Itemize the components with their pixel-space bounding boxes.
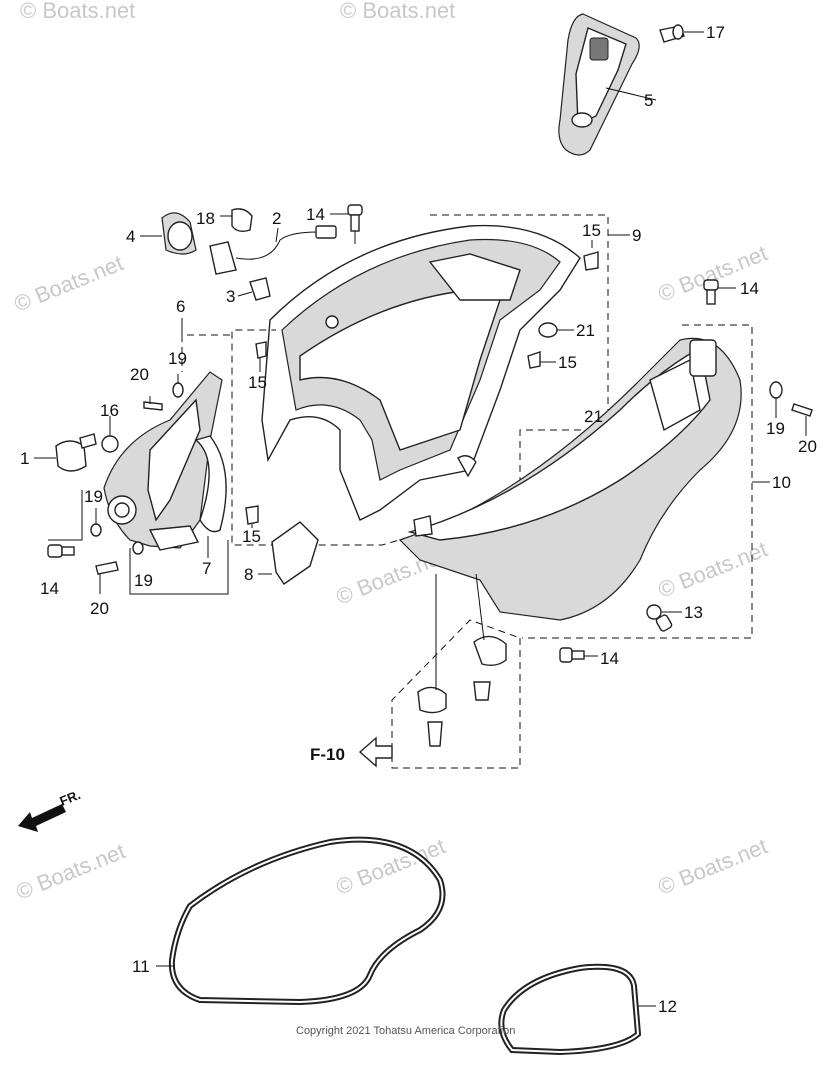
part-clip-17 [659,24,704,43]
part-left-bracket-group [34,318,319,595]
callout-15: 15 [242,527,261,546]
callout-9: 9 [632,226,641,245]
part-bolt-14a [330,204,363,244]
part-under-cover-10 [398,337,742,621]
group-frame-10 [522,324,753,639]
part-fitting-13 [646,604,682,632]
callout-21: 21 [576,321,595,340]
part-bolts-14 [559,279,736,663]
callout-14: 14 [740,279,759,298]
callout-13: 13 [684,603,703,622]
part-lower-mounts [391,573,521,769]
part-clips-15 [245,240,599,528]
part-under-cover-9 [261,224,581,521]
callout-12: 12 [658,997,677,1016]
callout-14: 14 [306,205,325,224]
callout-11: 11 [132,957,150,976]
watermark: © Boats.net [20,0,135,23]
reference-arrow-icon [358,736,393,768]
part-rear-plate [558,13,657,156]
callout-15: 15 [558,353,577,372]
callout-14: 14 [40,579,59,598]
callout-8: 8 [244,565,253,584]
reference-f10: F-10 [310,736,393,768]
part-seal-11 [156,836,446,1006]
callouts: 17 5 18 2 14 15 9 4 3 6 14 21 15 19 20 1… [20,23,817,1016]
watermark: © Boats.net [11,250,127,316]
front-arrow-icon [18,804,66,832]
callout-17: 17 [706,23,725,42]
copyright-text: Copyright 2021 Tohatsu America Corporati… [296,1025,515,1037]
callout-7: 7 [202,559,211,578]
callout-15: 15 [582,221,601,240]
callout-6: 6 [176,297,185,316]
callout-1: 1 [20,449,29,468]
callout-20: 20 [90,599,109,618]
callout-19: 19 [134,571,153,590]
callout-15: 15 [248,373,267,392]
watermark: © Boats.net [655,833,771,899]
direction-label: FR. [58,787,83,809]
callout-20: 20 [130,365,149,384]
reference-label: F-10 [310,745,345,764]
watermark: © Boats.net [655,536,771,602]
callout-10: 10 [772,473,791,492]
direction-indicator: FR. [18,787,83,832]
callout-3: 3 [226,287,235,306]
callout-14: 14 [600,649,619,668]
callout-2: 2 [272,209,281,228]
watermark: © Boats.net [340,0,455,23]
callout-18: 18 [196,209,215,228]
callout-5: 5 [644,91,653,110]
part-screws-right [769,381,813,436]
callout-21: 21 [584,407,603,426]
callout-19: 19 [84,487,103,506]
callout-19: 19 [766,419,785,438]
callout-16: 16 [100,401,119,420]
watermark: © Boats.net [13,838,129,904]
part-harness-group [140,208,337,301]
part-seal-12 [498,963,656,1056]
callout-20: 20 [798,437,817,456]
callout-19: 19 [168,349,187,368]
callout-4: 4 [126,227,135,246]
